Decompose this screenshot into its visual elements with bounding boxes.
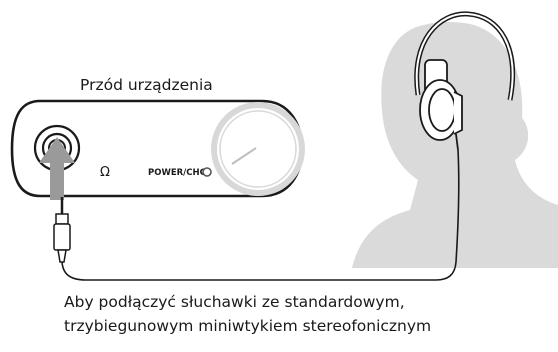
headphones-illustration [414,11,516,151]
caption-line-2: trzybiegunowym miniwtykiem stereofoniczn… [64,317,432,335]
volume-knob-icon [211,102,305,196]
plug-collar [55,213,69,225]
head-shape [352,21,558,269]
power-chg-label: POWER/CHG [148,168,207,178]
earcup-hinge [453,91,463,135]
headphones-symbol-icon: Ω [100,165,110,180]
stereo-mini-plug [53,197,71,263]
device-front-panel: Ω POWER/CHG [10,99,305,198]
headband-inner [415,12,514,101]
insert-arrow-icon [39,137,75,200]
plug-strain-relief [57,249,67,263]
connection-caption: Aby podłączyć słuchawki ze standardowym,… [64,290,544,338]
plug-body [53,223,71,251]
head-silhouette [352,21,558,269]
power-indicator-icon [202,167,212,177]
left-earcup-inner [428,88,456,132]
headphone-cable [61,149,460,281]
caption-line-1: Aby podłączyć słuchawki ze standardowym, [64,293,405,311]
device-front-label: Przód urządzenia [80,76,213,94]
cable-exit [455,133,459,151]
